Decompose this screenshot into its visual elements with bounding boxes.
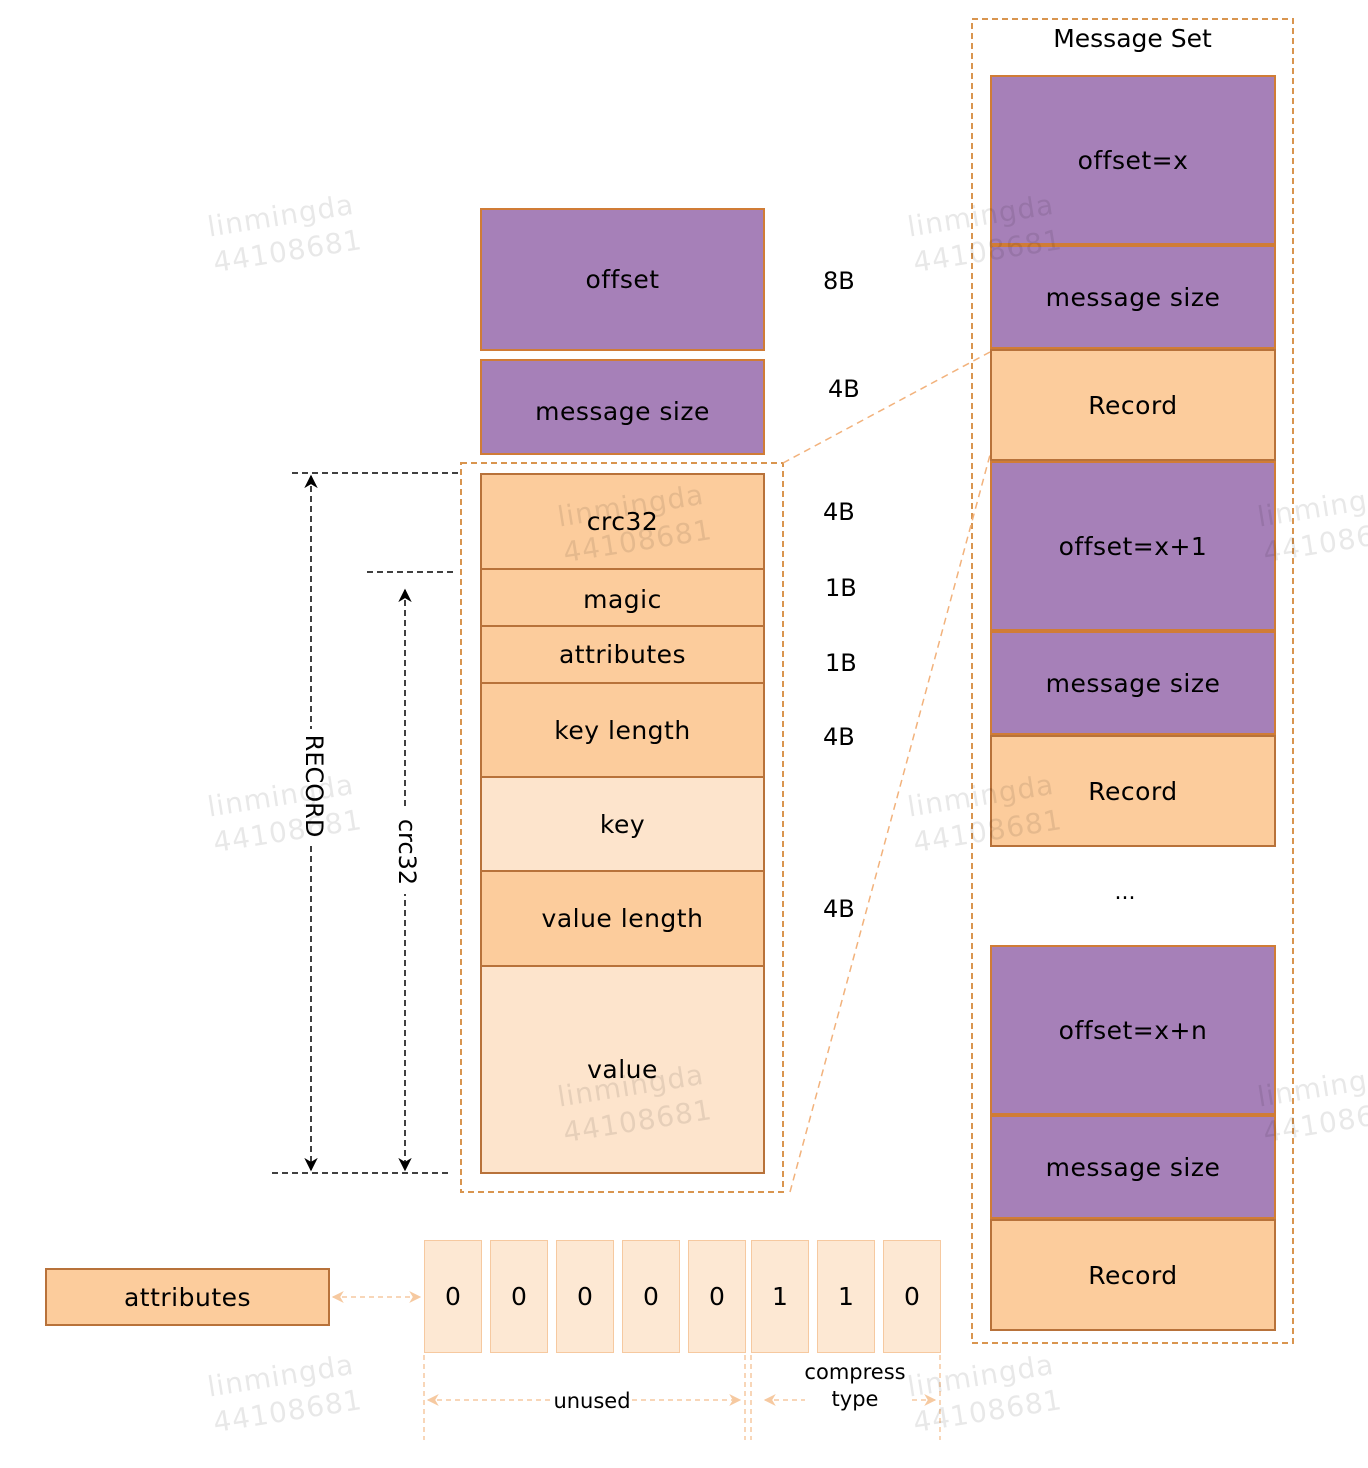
ms-offset-label: offset=x+1 xyxy=(1058,531,1208,561)
bit-cell: 0 xyxy=(883,1240,941,1353)
bit-cell: 0 xyxy=(424,1240,482,1353)
ms-record-label: Record xyxy=(1088,390,1178,420)
bit-cell: 0 xyxy=(622,1240,680,1353)
compress-type-line2: type xyxy=(831,1387,879,1411)
record-dashed-frame xyxy=(460,462,784,1193)
message-size-label: message size xyxy=(535,396,710,426)
value-length-label: value length xyxy=(541,904,704,933)
magic-size: 1B xyxy=(825,574,857,602)
ms-message-size-label: message size xyxy=(1045,668,1221,698)
ms-record-box: Record xyxy=(990,1219,1276,1331)
record-dimension-label: RECORD xyxy=(300,729,328,843)
ms-message-size-box: message size xyxy=(990,631,1276,735)
value-length-box: value length xyxy=(480,870,765,967)
offset-box: offset xyxy=(480,208,765,351)
bit-cell: 1 xyxy=(751,1240,809,1353)
message-set-dashed-frame xyxy=(971,18,1294,1344)
key-length-box: key length xyxy=(480,682,765,778)
ms-message-size-label: message size xyxy=(1045,282,1221,312)
crc32-label: crc32 xyxy=(586,507,659,536)
magic-label: magic xyxy=(583,585,662,614)
attributes-box: attributes xyxy=(480,625,765,684)
attributes-label: attributes xyxy=(558,640,687,669)
ms-offset-label: offset=x xyxy=(1077,145,1189,175)
magic-box: magic xyxy=(480,568,765,627)
compress-type-label: compress type xyxy=(795,1359,915,1413)
key-length-label: key length xyxy=(554,715,691,745)
crc32-size: 4B xyxy=(823,498,855,526)
bit-cell: 0 xyxy=(556,1240,614,1353)
bit-cell: 0 xyxy=(688,1240,746,1353)
message-size-box: message size xyxy=(480,359,765,455)
ms-message-size-box: message size xyxy=(990,245,1276,349)
ms-offset-box: offset=x+n xyxy=(990,945,1276,1115)
crc32-dimension-label: crc32 xyxy=(393,810,421,894)
value-label: value xyxy=(587,1055,658,1084)
key-box: key xyxy=(480,776,765,872)
unused-label: unused xyxy=(553,1389,631,1413)
ms-offset-label: offset=x+n xyxy=(1058,1015,1208,1045)
value-box: value xyxy=(480,965,765,1174)
attributes-detail-label: attributes xyxy=(123,1282,252,1312)
compress-type-line1: compress xyxy=(804,1360,906,1384)
bit-cell: 1 xyxy=(817,1240,875,1353)
offset-label: offset xyxy=(585,265,660,294)
ms-message-size-label: message size xyxy=(1045,1152,1221,1182)
ms-offset-box: offset=x+1 xyxy=(990,461,1276,631)
ms-record-box: Record xyxy=(990,735,1276,847)
ms-record-box: Record xyxy=(990,349,1276,461)
key-label: key xyxy=(599,809,646,839)
key-length-size: 4B xyxy=(823,723,855,751)
message-set-title: Message Set xyxy=(1053,24,1212,53)
ms-record-label: Record xyxy=(1088,1260,1178,1290)
value-length-size: 4B xyxy=(823,895,855,923)
bit-cell: 0 xyxy=(490,1240,548,1353)
attributes-detail-box: attributes xyxy=(45,1268,330,1326)
ms-record-label: Record xyxy=(1088,776,1178,806)
attributes-size: 1B xyxy=(825,649,857,677)
crc32-box: crc32 xyxy=(480,473,765,570)
ms-message-size-box: message size xyxy=(990,1115,1276,1219)
offset-size: 8B xyxy=(823,267,855,295)
message-size-size: 4B xyxy=(828,375,860,403)
ms-offset-box: offset=x xyxy=(990,75,1276,245)
ms-ellipsis: ... xyxy=(1114,880,1136,905)
